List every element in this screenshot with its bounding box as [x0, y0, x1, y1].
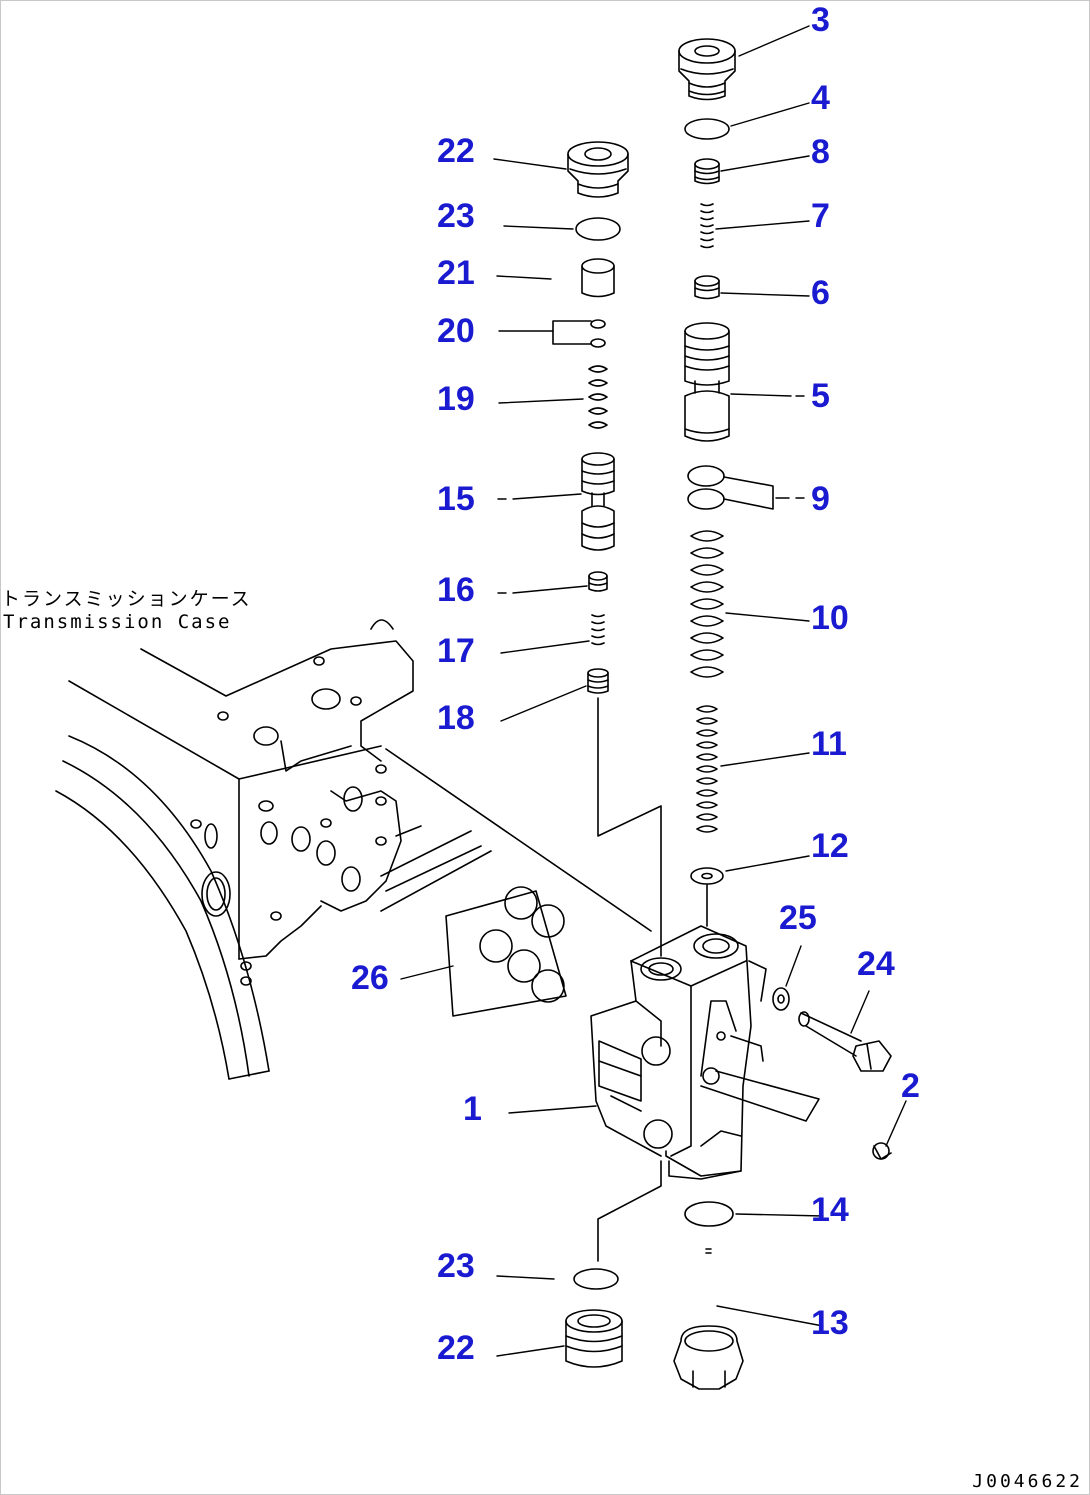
part-label-22-top[interactable]: 22 — [437, 132, 475, 170]
part-label-25[interactable]: 25 — [779, 899, 817, 937]
part-label-9[interactable]: 9 — [811, 480, 830, 518]
leader-lines — [400, 25, 907, 1357]
part-label-21[interactable]: 21 — [437, 254, 475, 292]
part-label-6[interactable]: 6 — [811, 274, 830, 312]
part-label-23-bottom[interactable]: 23 — [437, 1247, 475, 1285]
part-label-22-bottom[interactable]: 22 — [437, 1329, 475, 1367]
part-label-26[interactable]: 26 — [351, 959, 389, 997]
transmission-case — [55, 619, 652, 1080]
part-label-19[interactable]: 19 — [437, 380, 475, 418]
part-label-13[interactable]: 13 — [811, 1304, 849, 1342]
transmission-case-caption-jp: トランスミッションケース — [1, 588, 252, 610]
part-label-15[interactable]: 15 — [437, 480, 475, 518]
drawing-code: J0046622 — [972, 1471, 1083, 1492]
part-label-7[interactable]: 7 — [811, 197, 830, 235]
part-label-1[interactable]: 1 — [463, 1090, 482, 1128]
part-label-11[interactable]: 11 — [811, 725, 847, 763]
part-label-14[interactable]: 14 — [811, 1191, 849, 1229]
valve-body — [590, 925, 820, 1180]
part-label-12[interactable]: 12 — [811, 827, 849, 865]
transmission-case-caption-en: Transmission Case — [3, 611, 232, 633]
part-label-16[interactable]: 16 — [437, 571, 475, 609]
part-label-10[interactable]: 10 — [811, 599, 849, 637]
part-label-23-top[interactable]: 23 — [437, 197, 475, 235]
part-label-24[interactable]: 24 — [857, 945, 895, 983]
part-label-2[interactable]: 2 — [901, 1067, 920, 1105]
part-label-20[interactable]: 20 — [437, 312, 475, 350]
part-label-18[interactable]: 18 — [437, 699, 475, 737]
right-stack-parts — [673, 38, 892, 1390]
gasket — [445, 886, 567, 1017]
part-label-3[interactable]: 3 — [811, 1, 830, 39]
part-label-5[interactable]: 5 — [811, 377, 830, 415]
part-label-4[interactable]: 4 — [811, 79, 830, 117]
left-stack-parts — [552, 141, 662, 1368]
part-label-8[interactable]: 8 — [811, 133, 830, 171]
part-label-17[interactable]: 17 — [437, 632, 475, 670]
